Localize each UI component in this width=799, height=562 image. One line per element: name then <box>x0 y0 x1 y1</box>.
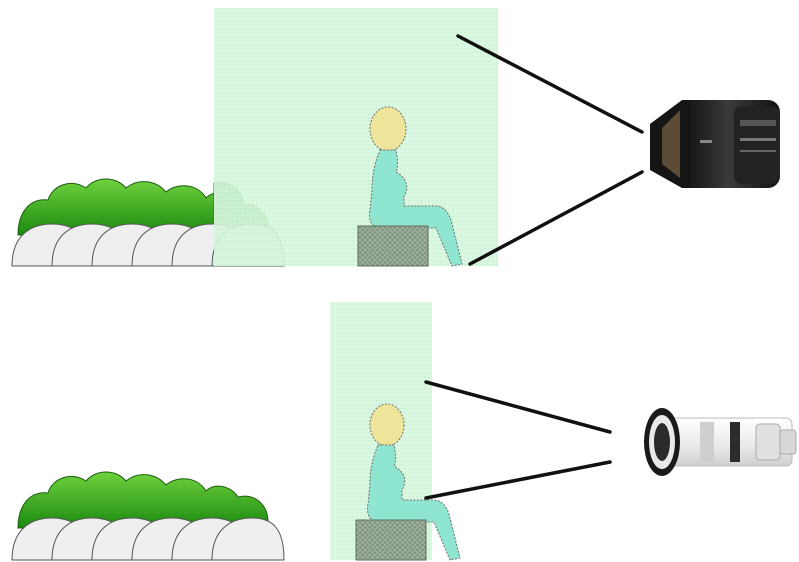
stool <box>358 226 428 266</box>
person-head <box>370 107 406 151</box>
fisheye-lens-icon <box>650 100 780 188</box>
view-region-wide <box>214 8 498 266</box>
scene-wide-angle <box>12 8 780 266</box>
stool <box>356 520 426 560</box>
arches <box>12 518 284 560</box>
telephoto-lens-icon <box>644 408 796 476</box>
scene-telephoto <box>12 302 796 560</box>
person-head <box>370 404 404 446</box>
sight-lines-narrow <box>426 382 610 498</box>
